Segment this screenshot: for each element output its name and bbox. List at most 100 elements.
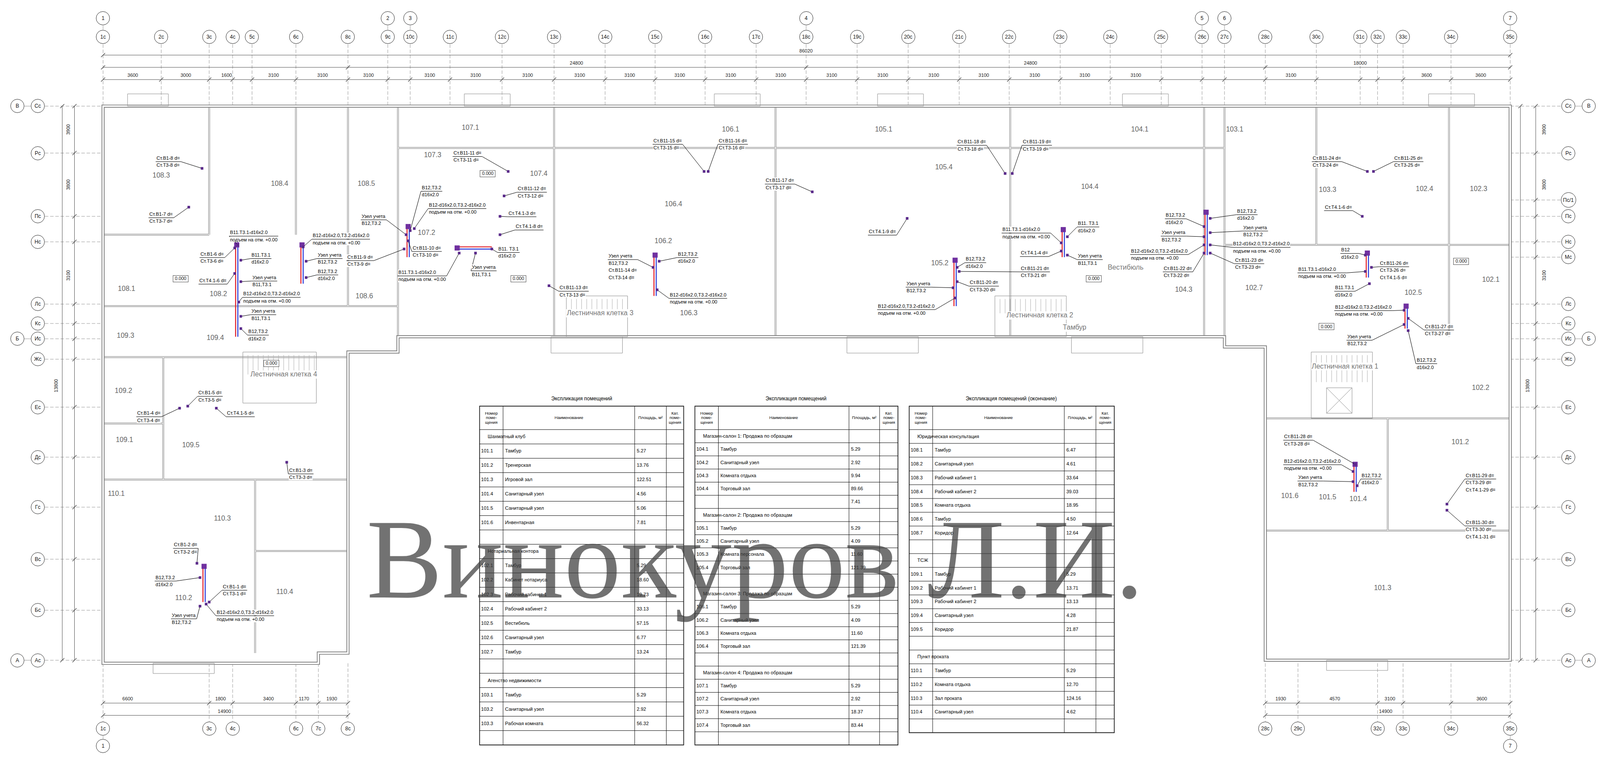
axis-line: [1059, 44, 1061, 106]
riser-label: Ст.В11-12 d=: [517, 185, 547, 192]
axis-bubble: Б: [1581, 331, 1596, 346]
table-cell: Санитарный узел: [720, 459, 759, 466]
table-cell: Рабочий кабинет 2: [934, 488, 977, 495]
room-number: 107.4: [529, 169, 548, 178]
leader-line: [1346, 271, 1366, 273]
room-number: 101.2: [1451, 438, 1470, 446]
axis-bubble: Дс: [30, 450, 45, 465]
axis-mark: 11с: [445, 34, 454, 40]
riser-mark: [239, 315, 243, 318]
dimension-tick: [1159, 77, 1164, 82]
axis-mark: Дс: [1565, 454, 1572, 460]
axis-bubble: Бс: [30, 603, 45, 617]
axis-line: [1224, 44, 1225, 106]
room-number: 102.3: [1469, 184, 1488, 193]
riser-mark: [409, 229, 412, 232]
dimension-line: [62, 105, 63, 660]
riser-label: В12-d16х2.0,Т3.2-d16х2.0: [1334, 304, 1393, 311]
dimension-text: 3100: [469, 72, 482, 79]
axis-bubble: 17с: [748, 29, 763, 44]
room-number: 108.2: [209, 290, 228, 298]
table-cell: 101.4: [481, 491, 494, 497]
table-cell: 107.4: [696, 722, 709, 729]
lift-cross: [1326, 387, 1353, 414]
dimension-tick: [854, 77, 859, 82]
riser-label: В12-d16х2.0,Т3.2-d16х2.0: [1232, 240, 1290, 247]
dimension-text: 3100: [978, 72, 990, 79]
room-number: 101.4: [1349, 494, 1368, 503]
riser-label: подъем на отм. +0.00: [1232, 248, 1281, 255]
axis-bubble: 35с: [1503, 721, 1518, 736]
axis-bubble: Рс: [1561, 146, 1576, 161]
riser-label: Ст.В11-24 d=: [1312, 155, 1342, 162]
axis-mark: 4с: [229, 34, 236, 40]
axis-mark: 1с: [100, 725, 106, 732]
dimension-tick: [1058, 77, 1063, 82]
dimension-tick: [1314, 77, 1319, 82]
riser-mark: [655, 288, 659, 291]
axis-mark: 12с: [498, 34, 507, 40]
axis-line: [1402, 663, 1404, 722]
leader-shelf: [1424, 329, 1455, 331]
room-number: 109.1: [115, 435, 134, 444]
riser-mark: [1363, 270, 1367, 273]
axis-mark: Рс: [1565, 150, 1572, 156]
table-rule: [694, 718, 898, 720]
axis-bubble: Гс: [1561, 500, 1576, 515]
room-number: 109.5: [181, 441, 200, 449]
table-rule: [479, 644, 684, 645]
axis-line: [1510, 25, 1511, 30]
riser-label: подъем на отм. +0.00: [229, 237, 278, 243]
table-title: Экспликация помещений: [551, 395, 613, 403]
riser-mark: [1365, 170, 1369, 173]
table-cell: 103.3: [481, 720, 494, 727]
dimension-text: 24800: [1023, 60, 1038, 66]
dimension-tick: [804, 77, 809, 82]
leader-shelf: [1415, 363, 1438, 364]
axis-bubble: 1: [95, 11, 110, 26]
axis-mark: 35с: [1506, 34, 1515, 40]
room-name: Тамбур: [1062, 323, 1087, 332]
room-number: 101.6: [1280, 491, 1300, 500]
dimension-tick: [1507, 65, 1512, 70]
leader-shelf: [1464, 478, 1497, 480]
table-cell: Торговый зал: [720, 485, 751, 492]
table-cell: Вестибюль: [504, 620, 530, 627]
leader-shelf: [964, 262, 987, 263]
riser-mark: [1402, 323, 1406, 326]
room-number: 101.5: [1318, 493, 1337, 502]
leader-shelf: [1022, 145, 1053, 146]
table-rule: [909, 677, 1115, 678]
leader-shelf: [411, 251, 442, 252]
axis-line: [102, 735, 104, 739]
riser-label: d16х2.0: [1077, 227, 1096, 234]
riser-label: В12,Т3.2: [317, 259, 338, 265]
riser-label: Ст.Т3-14 d=: [608, 274, 635, 281]
dimension-tick: [1296, 701, 1300, 706]
axis-bubble: 33с: [1395, 29, 1410, 44]
dimension-line: [1520, 105, 1521, 660]
axis-mark: Сс: [1565, 103, 1572, 109]
riser-label: подъем на отм. +0.00: [1283, 465, 1332, 472]
dimension-tick: [72, 104, 77, 109]
leader-line: [224, 247, 235, 258]
water-pipe: [1353, 464, 1355, 492]
axis-mark: 8с: [345, 34, 351, 40]
axis-mark: 32с: [1373, 34, 1382, 40]
leader-line: [637, 259, 654, 268]
leader-line: [956, 281, 969, 287]
leader-shelf: [154, 580, 176, 582]
leader-line: [414, 208, 429, 229]
leader-shelf: [717, 144, 748, 145]
leader-line: [986, 145, 1005, 174]
hot-water-pipe: [1368, 253, 1370, 278]
riser-label: Узел учета: [171, 612, 197, 619]
axis-bubble: В: [10, 98, 25, 113]
riser-label: Ст.В1-2 d=: [173, 541, 198, 548]
riser-label: Ст.В11-10 d=: [412, 245, 442, 251]
riser-label: Ст.Т3-22 d=: [1163, 272, 1190, 279]
table-rule: [479, 458, 684, 459]
table-section: Магазин-салон 4: Продажа по образцам: [702, 669, 792, 676]
leader-shelf: [471, 270, 497, 271]
axis-mark: 5с: [249, 34, 255, 40]
